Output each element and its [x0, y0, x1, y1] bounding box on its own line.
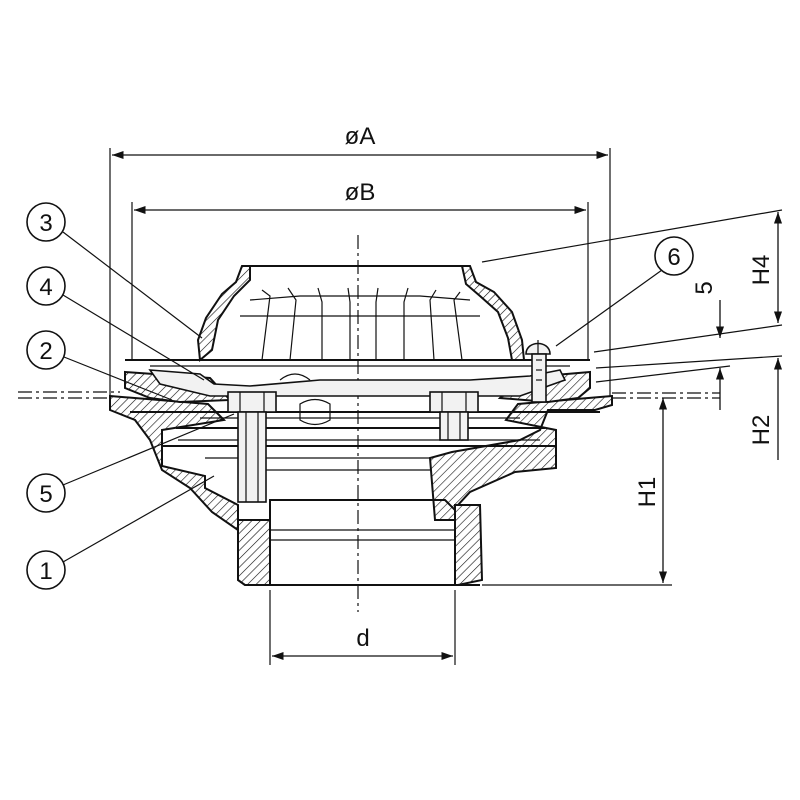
leader-line-3	[62, 231, 203, 339]
extension-line-grate	[593, 324, 783, 353]
callout-label-2: 2	[39, 338, 52, 365]
callout-label-3: 3	[39, 210, 52, 237]
dimension-label-h2: H2	[748, 415, 775, 446]
callout-circle-4	[26, 266, 66, 306]
callout-circle-3	[26, 202, 66, 242]
drain-body	[109, 394, 613, 586]
dimension-label-d: d	[356, 625, 369, 652]
extension-line-ring	[595, 355, 783, 369]
inner-ring	[148, 369, 567, 426]
dimension-label-dia-b: øB	[345, 179, 376, 206]
extension-line-top	[481, 209, 783, 263]
leader-line-2	[63, 356, 173, 401]
callout-circle-2	[26, 330, 66, 370]
dimension-label-h4: H4	[748, 255, 775, 286]
callout-circle-6	[654, 236, 694, 276]
bolt-left	[227, 391, 277, 503]
dimension-label-h1: H1	[634, 477, 661, 508]
dome-grate	[196, 265, 526, 362]
leader-line-5	[62, 413, 235, 486]
screw-part-6	[525, 340, 551, 403]
dimension-label-dia-a: øA	[345, 123, 376, 150]
leader-line-4	[62, 294, 205, 381]
leader-line-1	[62, 475, 215, 563]
callout-circle-1	[26, 550, 66, 590]
bolt-right	[429, 391, 479, 441]
leader-line-6	[555, 269, 663, 347]
callout-label-1: 1	[39, 558, 52, 585]
callout-label-4: 4	[39, 274, 52, 301]
dimension-label-five: 5	[691, 281, 718, 294]
callout-circle-5	[26, 473, 66, 513]
callout-label-5: 5	[39, 481, 52, 508]
callout-label-6: 6	[667, 244, 680, 271]
